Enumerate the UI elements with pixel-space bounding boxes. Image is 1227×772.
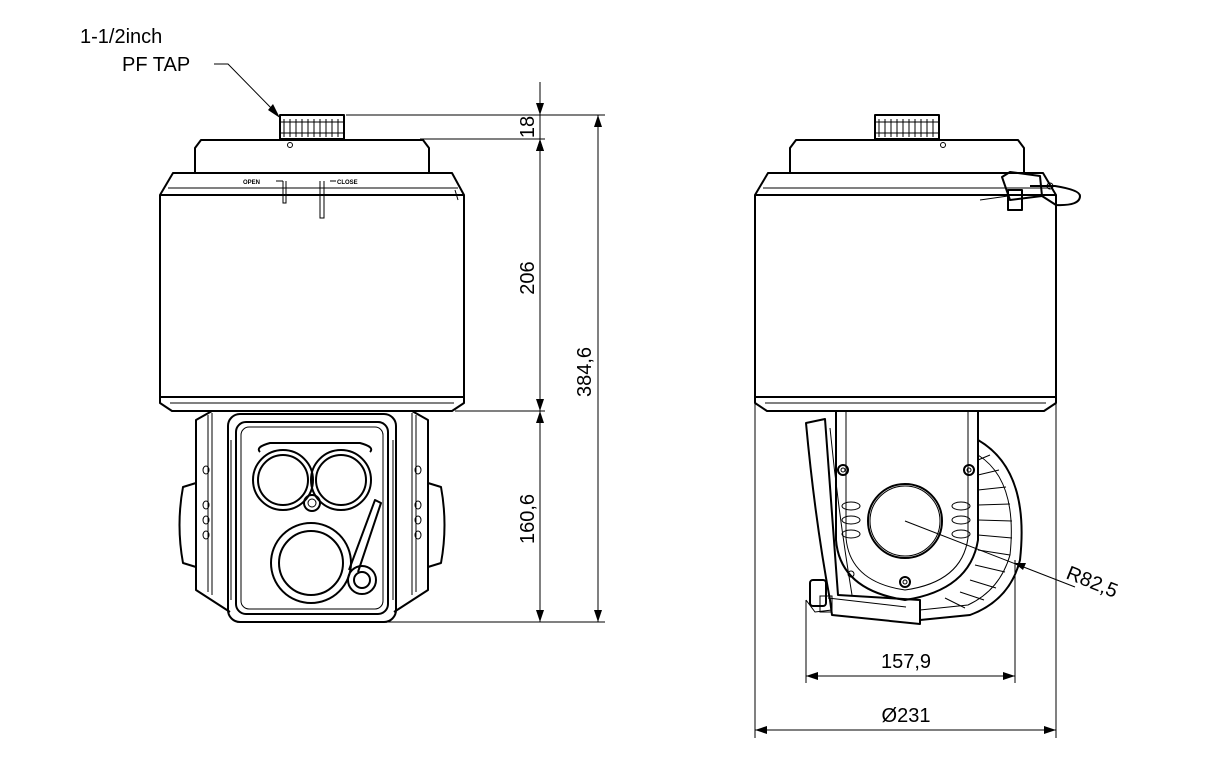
thread-type-label: PF TAP xyxy=(122,54,190,76)
dim-diameter: Ø231 xyxy=(882,705,931,727)
side-fan-guard xyxy=(919,439,1023,621)
front-view: OPEN CLOSE xyxy=(159,114,465,623)
side-dimensions: R82,5 157,9 Ø231 xyxy=(754,397,1121,738)
front-pipe-tap xyxy=(279,114,345,140)
thread-callout: 1-1/2inch PF TAP xyxy=(80,26,280,118)
front-top-cap xyxy=(194,139,430,173)
front-camera-head xyxy=(227,413,397,623)
dim-radius: R82,5 xyxy=(1063,562,1121,602)
side-pipe-tap xyxy=(874,114,940,140)
dim-housing-height: 206 xyxy=(517,261,539,294)
dim-lower-height: 160,6 xyxy=(517,494,539,544)
front-lens-cluster xyxy=(252,442,382,604)
side-main-housing xyxy=(754,195,1057,398)
close-mark: CLOSE xyxy=(337,180,358,186)
side-housing-shoulder xyxy=(754,172,1057,196)
thread-size-label: 1-1/2inch xyxy=(80,26,162,48)
side-yoke xyxy=(835,411,979,601)
front-yoke xyxy=(178,410,446,613)
dim-body-width: 157,9 xyxy=(881,651,931,673)
front-housing-bottom-lip xyxy=(159,397,465,412)
dim-top-height: 18 xyxy=(517,116,539,138)
side-view xyxy=(754,114,1081,625)
front-housing-shoulder xyxy=(159,172,465,196)
dim-total-height: 384,6 xyxy=(574,347,596,397)
side-camera-body xyxy=(805,418,921,625)
front-main-housing xyxy=(159,195,465,398)
side-top-cap xyxy=(789,139,1025,173)
open-mark: OPEN xyxy=(243,180,260,186)
side-housing-bottom-lip xyxy=(754,397,1057,412)
side-safety-latch xyxy=(979,171,1081,211)
front-open-close-marks: OPEN CLOSE xyxy=(243,180,358,219)
front-dimensions: 18 206 160,6 384,6 xyxy=(346,82,605,623)
